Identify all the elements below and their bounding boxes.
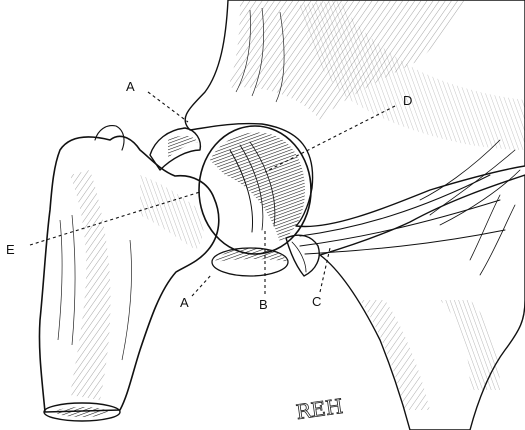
artist-signature: REH <box>294 394 344 424</box>
label-a-upper: A <box>126 79 135 94</box>
leader-a-upper <box>148 92 188 122</box>
lower-rim-structures <box>212 235 319 276</box>
femur <box>39 126 218 421</box>
label-e: E <box>6 242 15 257</box>
label-b: B <box>259 297 268 312</box>
transverse-ligament-fibres <box>300 140 520 275</box>
label-d: D <box>403 93 412 108</box>
label-c: C <box>312 294 321 309</box>
leader-a-lower <box>192 274 212 296</box>
label-a-lower: A <box>180 295 189 310</box>
ischium <box>320 175 525 430</box>
labrum-upper <box>150 128 200 170</box>
